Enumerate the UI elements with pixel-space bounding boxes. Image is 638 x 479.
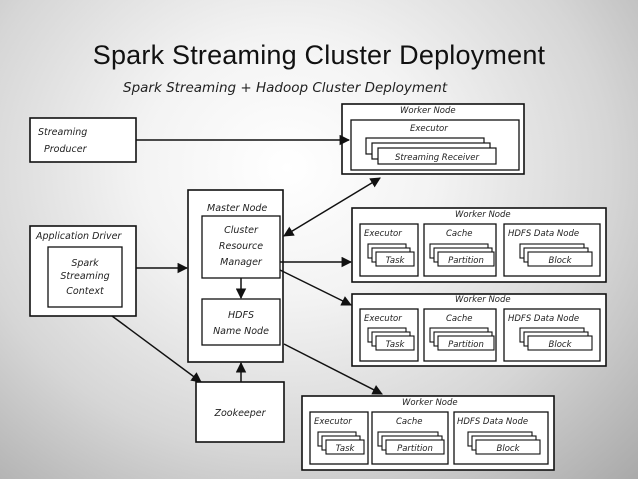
resource-manager-line-2: Resource bbox=[219, 241, 263, 252]
master-node-label: Master Node bbox=[207, 203, 267, 214]
worker-3-executor: Executor bbox=[314, 417, 352, 427]
worker-1-block: Block bbox=[549, 256, 573, 266]
streaming-receiver-label: Streaming Receiver bbox=[395, 153, 479, 163]
resource-manager-line-3: Manager bbox=[220, 257, 263, 268]
worker-2-executor: Executor bbox=[364, 314, 402, 324]
receiver-worker-label: Worker Node bbox=[400, 106, 456, 116]
resource-manager-line-1: Cluster bbox=[224, 225, 259, 236]
arrow-master-receiver bbox=[283, 177, 381, 237]
worker-3-block: Block bbox=[497, 444, 521, 454]
worker-3-cache: Cache bbox=[396, 417, 422, 427]
master-node: Master Node Cluster Resource Manager HDF… bbox=[187, 189, 284, 363]
worker-3-data-node: HDFS Data Node bbox=[457, 417, 528, 427]
worker-2-label: Worker Node bbox=[455, 295, 511, 305]
connections bbox=[111, 134, 383, 395]
worker-node-3: Worker Node Executor Task Cache Partitio… bbox=[301, 395, 555, 471]
worker-2-partition: Partition bbox=[448, 340, 484, 350]
worker-node-1: Worker Node Executor Task Cache Partitio… bbox=[351, 207, 607, 283]
worker-2-cache: Cache bbox=[446, 314, 472, 324]
spark-context-line-1: Spark bbox=[71, 258, 99, 269]
application-driver-label: Application Driver bbox=[35, 231, 122, 242]
streaming-producer: Streaming Producer bbox=[29, 117, 137, 163]
zookeeper-label: Zookeeper bbox=[213, 408, 266, 419]
slide-subtitle: Spark Streaming + Hadoop Cluster Deploym… bbox=[123, 80, 448, 96]
worker-2-data-node: HDFS Data Node bbox=[508, 314, 579, 324]
worker-3-partition: Partition bbox=[397, 444, 433, 454]
slide-title: Spark Streaming Cluster Deployment bbox=[92, 40, 546, 70]
worker-3-task: Task bbox=[336, 444, 356, 454]
name-node-line-1: HDFS bbox=[228, 310, 254, 321]
worker-node-2: Worker Node Executor Task Cache Partitio… bbox=[351, 293, 607, 367]
worker-node-receiver: Worker Node Executor Streaming Receiver bbox=[341, 103, 525, 175]
name-node-line-2: Name Node bbox=[213, 326, 269, 337]
worker-1-task: Task bbox=[386, 256, 406, 266]
worker-1-cache: Cache bbox=[446, 229, 472, 239]
streaming-producer-label-2: Producer bbox=[44, 144, 88, 155]
application-driver: Application Driver Spark Streaming Conte… bbox=[29, 225, 137, 317]
spark-context-line-2: Streaming bbox=[60, 271, 109, 282]
worker-1-label: Worker Node bbox=[455, 210, 511, 220]
worker-1-executor: Executor bbox=[364, 229, 402, 239]
streaming-producer-label-1: Streaming bbox=[38, 127, 87, 138]
arrow-master-to-worker-2 bbox=[279, 269, 352, 306]
worker-1-partition: Partition bbox=[448, 256, 484, 266]
worker-3-label: Worker Node bbox=[402, 398, 458, 408]
zookeeper: Zookeeper bbox=[195, 381, 285, 443]
worker-2-block: Block bbox=[549, 340, 573, 350]
worker-2-task: Task bbox=[386, 340, 406, 350]
arrow-driver-to-zookeeper bbox=[111, 315, 202, 383]
arrow-master-to-worker-3 bbox=[283, 343, 383, 395]
spark-context-line-3: Context bbox=[66, 286, 105, 297]
worker-1-data-node: HDFS Data Node bbox=[508, 229, 579, 239]
receiver-executor-label: Executor bbox=[410, 124, 448, 134]
